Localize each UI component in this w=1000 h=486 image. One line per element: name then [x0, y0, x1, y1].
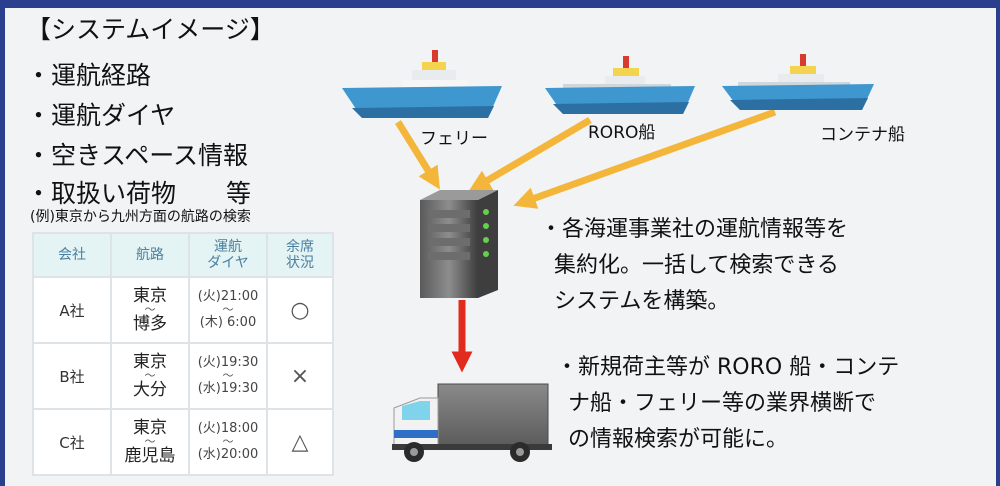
table-row: B社 東京〜大分 (火)19:30〜(水)19:30 ×: [32, 342, 334, 410]
route-cell: 東京〜博多: [110, 276, 190, 344]
ship-label-container: コンテナ船: [820, 125, 905, 145]
ship-to-server-arrows: [395, 108, 777, 209]
company-cell: C社: [32, 408, 112, 476]
table-header-row: 会社 航路 運航ダイヤ 余席状況: [32, 232, 334, 278]
ship-icon: [342, 50, 502, 118]
schedule-cell: (火)19:30〜(水)19:30: [188, 342, 268, 410]
header-schedule: 運航ダイヤ: [188, 232, 268, 278]
seat-status-cell: △: [266, 408, 334, 476]
route-search-table: 会社 航路 運航ダイヤ 余席状況 A社 東京〜博多 (火)21:00〜(木) 6…: [32, 232, 334, 476]
description-line: ナ船・フェリー等の業界横断で: [568, 391, 877, 416]
description-line: システムを構築。: [554, 289, 730, 314]
system-image-heading: 【システムイメージ】: [26, 15, 275, 44]
header-seat-status: 余席状況: [266, 232, 334, 278]
bullet-route: ・運航経路: [26, 61, 152, 90]
seat-status-cell: ×: [266, 342, 334, 410]
description-line: ・各海運事業社の運航情報等を: [540, 217, 849, 242]
ship-label-roro: RORO船: [588, 123, 656, 143]
route-cell: 東京〜鹿児島: [110, 408, 190, 476]
bullet-schedule: ・運航ダイヤ: [26, 101, 176, 130]
truck-icon: [392, 383, 552, 462]
ship-icon: [722, 54, 874, 110]
description-point-1: ・各海運事業社の運航情報等を 集約化。一括して検索できる システムを構築。: [540, 212, 848, 320]
bullet-free-space: ・空きスペース情報: [26, 141, 249, 170]
company-cell: A社: [32, 276, 112, 344]
example-caption: (例)東京から九州方面の航路の検索: [30, 209, 251, 225]
server-icon: [420, 190, 498, 298]
schedule-cell: (火)21:00〜(木) 6:00: [188, 276, 268, 344]
ship-label-ferry: フェリー: [420, 129, 488, 149]
company-cell: B社: [32, 342, 112, 410]
route-cell: 東京〜大分: [110, 342, 190, 410]
description-line: の情報検索が可能に。: [568, 427, 789, 452]
schedule-cell: (火)18:00〜(水)20:00: [188, 408, 268, 476]
description-line: 集約化。一括して検索できる: [554, 253, 839, 278]
header-route: 航路: [110, 232, 190, 278]
bullet-cargo: ・取扱い荷物 等: [26, 179, 252, 208]
description-line: ・新規荷主等が RORO 船・コンテ: [556, 355, 900, 380]
ship-icon: [545, 56, 695, 114]
table-row: C社 東京〜鹿児島 (火)18:00〜(水)20:00 △: [32, 408, 334, 476]
seat-status-cell: ○: [266, 276, 334, 344]
header-company: 会社: [32, 232, 112, 278]
table-row: A社 東京〜博多 (火)21:00〜(木) 6:00 ○: [32, 276, 334, 344]
description-point-2: ・新規荷主等が RORO 船・コンテ ナ船・フェリー等の業界横断で の情報検索が…: [556, 350, 899, 458]
